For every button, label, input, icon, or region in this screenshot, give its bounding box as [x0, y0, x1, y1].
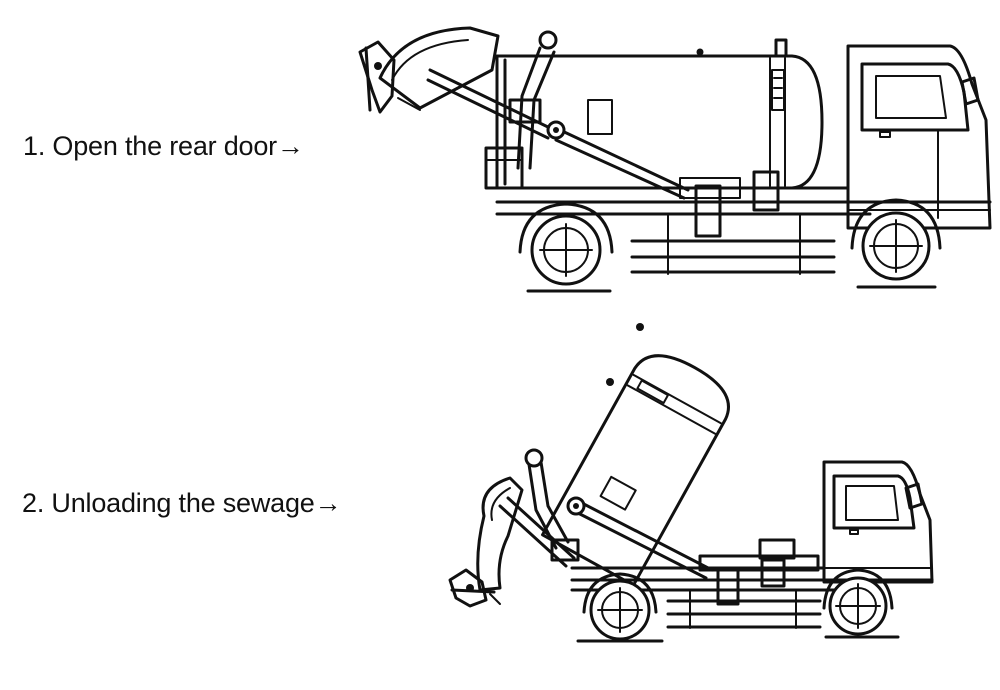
truck-1-front-wheel: [850, 198, 942, 281]
step-2-label: 2. Unloading the sewage→: [22, 488, 342, 518]
truck-1-rear-door: [358, 26, 500, 114]
truck-2-cab: [822, 460, 934, 584]
truck-1-hydraulic-arm: [426, 68, 690, 200]
truck-2-rear-door: [448, 476, 524, 608]
truck-1-door-open: [358, 26, 992, 293]
truck-2-rear-wheel: [582, 572, 658, 641]
step-1-label: 1. Open the rear door→: [23, 131, 304, 161]
truck-2-suction-pipe: [524, 448, 580, 562]
truck-2-hydraulic-arm: [498, 496, 714, 580]
truck-1-tank: [495, 38, 824, 190]
truck-2-tank: [541, 323, 730, 587]
truck-2-front-wheel: [822, 568, 894, 636]
truck-1-suction-pipe: [484, 30, 558, 190]
truck-1-rear-wheel: [518, 202, 614, 286]
truck-2-unloading: [448, 323, 934, 643]
